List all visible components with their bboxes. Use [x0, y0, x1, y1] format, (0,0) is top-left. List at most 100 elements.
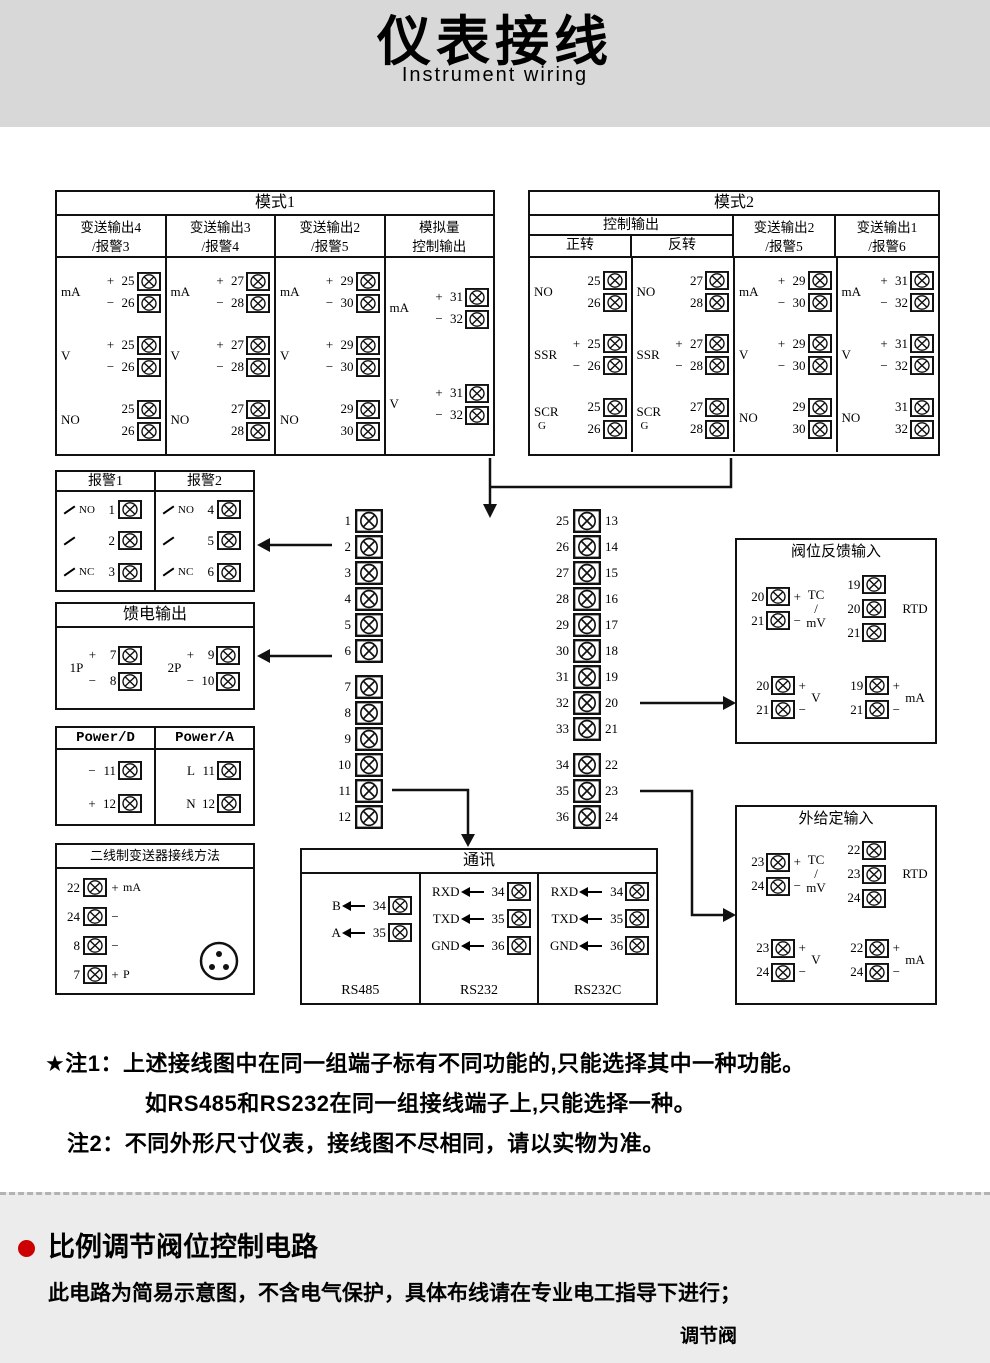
terminal-row: 9	[334, 726, 383, 752]
signal-sublabel: G	[640, 420, 649, 433]
terminal-number: 27	[690, 335, 703, 351]
terminal-number: 29	[792, 272, 806, 288]
screw-terminal-icon	[625, 936, 649, 955]
terminal-number: 26	[587, 294, 601, 310]
terminal-row: 8 −	[63, 936, 177, 955]
signal-type-label: V	[811, 689, 821, 705]
terminal-number: 13	[605, 513, 618, 528]
screw-terminal-icon	[573, 779, 601, 803]
alarm-row: NO 4	[162, 500, 247, 519]
signal-type-label: NO	[841, 410, 861, 426]
feed-group-label: 2P	[167, 660, 182, 675]
two-wire-transmitter-box: 二线制变送器接线方法 22 + mA 24 − 8 − 7 + P	[55, 843, 255, 995]
page-subtitle: Instrument wiring	[401, 64, 589, 86]
terminal-number: 23	[751, 854, 765, 869]
screw-terminal-icon	[118, 794, 142, 813]
circuit-label: V	[171, 348, 201, 364]
screw-terminal-icon	[83, 878, 107, 897]
terminal-row: 29	[777, 398, 832, 417]
terminal-row: − 28	[674, 356, 729, 375]
terminal-row: + 25	[106, 336, 161, 355]
comm-signal-label: A	[331, 924, 341, 940]
circuit-label: V	[390, 396, 420, 412]
terminal-row: − 32	[434, 310, 489, 329]
screw-terminal-icon	[216, 646, 240, 665]
circuit-label: mA	[842, 284, 872, 300]
terminal-row: 30	[325, 422, 380, 441]
terminal-row: 26 14	[552, 534, 623, 560]
polarity-sign: +	[435, 289, 443, 304]
screw-terminal-icon	[355, 509, 383, 533]
terminal-number: 27	[556, 565, 569, 580]
screw-terminal-icon	[603, 398, 627, 417]
terminal-number: 9	[207, 647, 215, 662]
terminal-pair: 25 26	[572, 398, 627, 439]
screw-terminal-icon	[625, 882, 649, 901]
circuit-cell: V + 25 − 26	[61, 336, 161, 377]
terminal-number: 19	[847, 576, 861, 592]
terminal-number: 32	[556, 695, 569, 710]
terminal-row: − 30	[325, 294, 380, 313]
circuit-cell: V + 27 − 28	[171, 336, 271, 377]
terminal-number: 29	[792, 335, 806, 351]
terminal-row: − 26	[106, 294, 161, 313]
valve-tc-mv-rows: 20 + 21 −	[747, 587, 802, 630]
terminal-row: 21 −	[752, 700, 807, 719]
circuit-cell: SSR + 27 − 28	[637, 334, 730, 375]
terminal-row: + 9	[185, 646, 240, 665]
terminal-number: 29	[792, 399, 806, 415]
terminal-number: 1	[344, 513, 352, 528]
signal-type-label: V	[280, 348, 290, 363]
terminal-number: 32	[450, 407, 463, 422]
signal-type-label: mA	[280, 284, 300, 299]
screw-terminal-icon	[355, 805, 383, 829]
two-wire-title: 二线制变送器接线方法	[57, 845, 253, 869]
screw-terminal-icon	[217, 563, 241, 582]
signal-type-label: V	[61, 348, 71, 363]
ext-tc-mv-quadrant: 23 + 24 − TC / mV	[737, 831, 836, 917]
screw-terminal-icon	[465, 288, 489, 307]
circuit-cell: V + 29 − 30	[280, 336, 380, 377]
terminal-row: + 31	[434, 288, 489, 307]
polarity-sign: +	[798, 940, 806, 955]
terminal-number: 20	[605, 695, 618, 710]
valve-rtd-quadrant: 19 20 21 RTD	[836, 564, 935, 653]
terminal-number: 36	[556, 809, 569, 824]
screw-terminal-icon	[603, 293, 627, 312]
circuit-label: SCR G	[637, 404, 667, 432]
signal-type-label: SCR	[534, 404, 559, 420]
power-dc-header: Power/D	[57, 728, 154, 750]
terminal-row: 21	[843, 623, 898, 642]
polarity-sign: −	[106, 295, 115, 310]
switch-contact-icon	[162, 567, 175, 577]
polarity-sign: +	[88, 647, 97, 662]
column-header-line1: 变送输出1	[856, 220, 918, 235]
terminal-row: 26	[106, 422, 161, 441]
circuit-label: V	[842, 347, 872, 363]
rs485-label: RS485	[341, 983, 380, 998]
circuit-label: mA	[171, 284, 201, 300]
circuit-cell: SCR G 25 26	[534, 398, 627, 439]
terminal-row: 33 21	[552, 716, 623, 742]
comm-signal-label: TXD	[432, 910, 460, 926]
terminal-number: 19	[605, 669, 618, 684]
terminal-number: 1	[108, 501, 116, 517]
circuit-label: SSR	[637, 347, 667, 363]
alarm2-column: 报警2 NO 4 5 NC 6	[156, 472, 253, 590]
terminal-row: + 27	[674, 334, 729, 353]
screw-terminal-icon	[356, 400, 380, 419]
terminal-number: 33	[556, 721, 569, 736]
screw-terminal-icon	[465, 310, 489, 329]
polarity-sign: −	[216, 359, 224, 374]
terminal-number: 25	[587, 335, 601, 351]
terminal-row: 23 +	[747, 853, 802, 872]
screw-terminal-icon	[356, 358, 380, 377]
terminal-row: 25	[572, 271, 627, 290]
polarity-sign: −	[572, 357, 581, 373]
terminal-number: 11	[103, 762, 116, 778]
terminal-number: 32	[895, 357, 908, 373]
terminal-row: 32 20	[552, 690, 623, 716]
alarm-row: NC 3	[63, 563, 148, 582]
screw-terminal-icon	[705, 356, 729, 375]
comm-signal-label: TXD	[551, 910, 579, 926]
